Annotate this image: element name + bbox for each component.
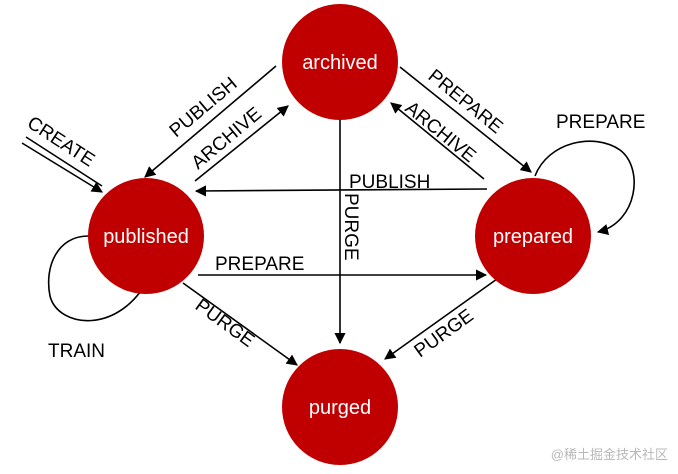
- edge-archive-prepared-archived: [390, 102, 485, 180]
- label-publish-prepared-published: PUBLISH: [349, 172, 430, 193]
- edge-create-shadow: [25, 136, 103, 187]
- edge-purge-published-purged: [182, 282, 298, 366]
- node-published-circle: [88, 178, 204, 294]
- label-purge-published-purged: PURGE: [191, 295, 258, 352]
- edge-train-self-loop: [47, 235, 151, 322]
- label-purge-archived-purged: PURGE: [340, 193, 361, 261]
- label-prepare-self-loop: PREPARE: [556, 112, 645, 133]
- edge-prepare-archived-prepared: [399, 66, 532, 173]
- edge-publish-prepared-published: [194, 185, 488, 197]
- node-purged-circle: [282, 349, 398, 465]
- node-archived-circle: [282, 4, 398, 120]
- edge-archive-published-archived: [194, 105, 289, 182]
- node-purged: purged: [282, 349, 398, 465]
- edge-publish-archived-published: [144, 65, 277, 178]
- label-train-self-loop: TRAIN: [48, 341, 105, 362]
- node-published-label: published: [103, 226, 189, 248]
- node-archived-label: archived: [302, 52, 378, 74]
- node-prepared: prepared: [475, 178, 591, 294]
- node-archived: archived: [282, 4, 398, 120]
- node-prepared-label: prepared: [493, 226, 573, 248]
- edge-prepare-self-loop: [534, 140, 635, 235]
- edge-purge-prepared-purged: [384, 278, 498, 360]
- node-purged-label: purged: [309, 397, 371, 419]
- watermark: @稀土掘金技术社区: [551, 447, 668, 462]
- node-prepared-circle: [475, 178, 591, 294]
- label-prepare-published-prepared: PREPARE: [215, 254, 304, 275]
- edge-create: [21, 142, 103, 193]
- node-published: published: [88, 178, 204, 294]
